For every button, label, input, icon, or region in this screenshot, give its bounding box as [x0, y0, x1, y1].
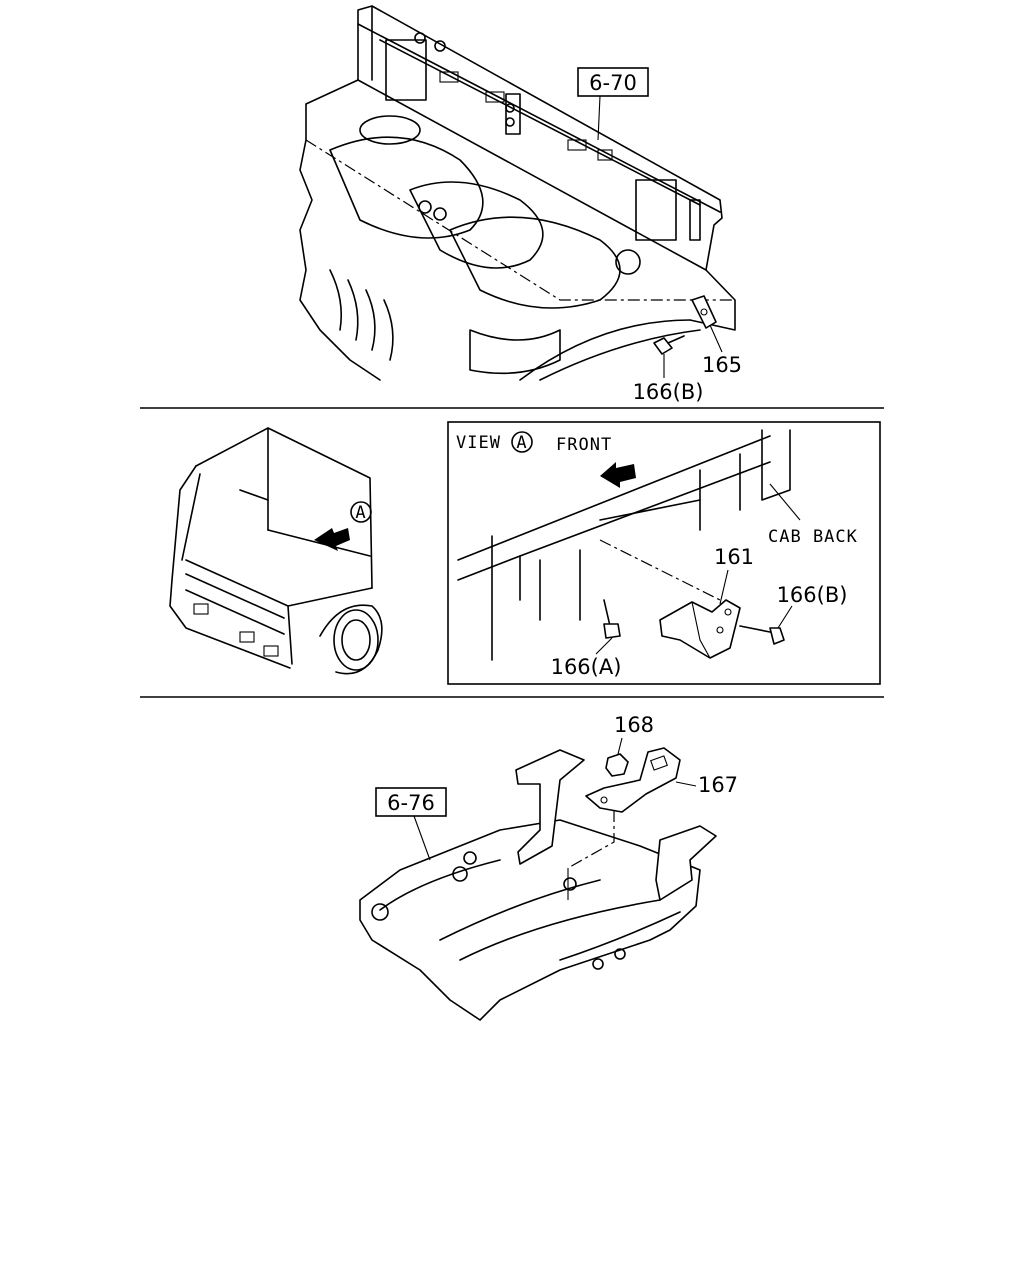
part-168-label: 168: [614, 713, 654, 737]
cab-floor-assembly: [299, 5, 736, 381]
part-166b-bolt-mid: [739, 605, 793, 645]
part-166a-label: 166(A): [551, 655, 622, 679]
ref-6-70: 6-70: [577, 67, 649, 141]
truck-overview: A: [169, 427, 383, 675]
ref-6-76-label: 6-76: [387, 791, 435, 815]
part-167-plate: [585, 747, 697, 813]
part-166a-bolt: [595, 599, 621, 655]
view-a-panel: VIEW A FRONT CAB BACK 161: [447, 421, 881, 685]
ref-6-70-label: 6-70: [589, 71, 637, 95]
part-166b-top-label: 166(B): [633, 380, 704, 404]
part-161-label: 161: [714, 545, 754, 569]
truck-marker-label: A: [355, 503, 366, 523]
ref-6-76: 6-76: [375, 787, 447, 861]
part-165-label: 165: [702, 353, 742, 377]
part-165-bracket: [691, 295, 723, 353]
front-arrow: [600, 462, 636, 488]
view-letter-label: A: [516, 433, 527, 453]
cab-back-label: CAB BACK: [768, 527, 858, 547]
part-168-nut: [605, 737, 629, 777]
part-166b-bolt-top: [653, 335, 685, 378]
part-161-bracket: [659, 569, 741, 659]
part-166b-mid-label: 166(B): [777, 583, 848, 607]
part-167-label: 167: [698, 773, 738, 797]
front-label: FRONT: [556, 435, 612, 455]
view-prefix-label: VIEW: [456, 433, 501, 453]
floor-frame-assembly: [359, 749, 717, 1021]
